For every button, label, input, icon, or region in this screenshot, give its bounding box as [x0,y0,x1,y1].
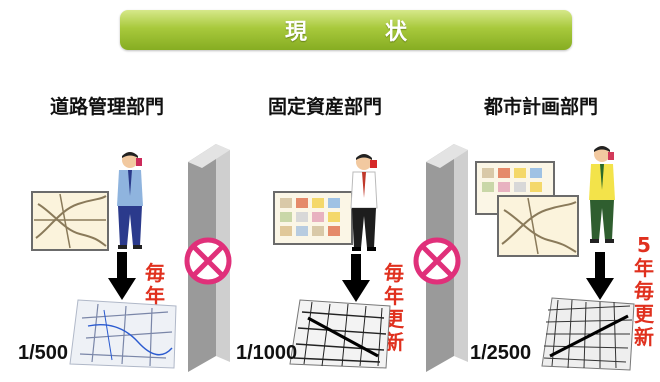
scale-label-urban: 1/2500 [470,342,532,364]
urban-map-sketch [497,195,579,257]
prohibition-icon-2 [413,237,461,285]
scale-label-road: 1/500 [18,342,69,364]
urban-map-1-2500 [541,297,635,371]
scale-label-property: 1/1000 [236,342,298,364]
down-arrow-road [108,252,136,300]
road-map-1-500 [69,299,177,369]
title-banner: 現 状 [120,10,572,50]
down-arrow-urban [586,252,614,300]
person-urban-staff [589,146,615,243]
update-freq-urban: 5年毎更新 [634,233,654,349]
prohibition-icon-1 [184,237,232,285]
property-map-1-1000 [289,299,391,369]
dept-label-urban: 都市計画部門 [484,96,599,118]
road-map-sketch [31,191,109,251]
down-arrow-property [342,254,370,302]
update-freq-property: 毎年更新 [384,261,404,354]
dept-label-road: 道路管理部門 [50,96,165,118]
dept-label-property: 固定資産部門 [268,96,383,118]
person-property-staff [350,154,378,251]
person-road-staff [117,152,143,249]
property-ledger-board [273,191,353,245]
banner-title: 現 状 [284,20,435,45]
